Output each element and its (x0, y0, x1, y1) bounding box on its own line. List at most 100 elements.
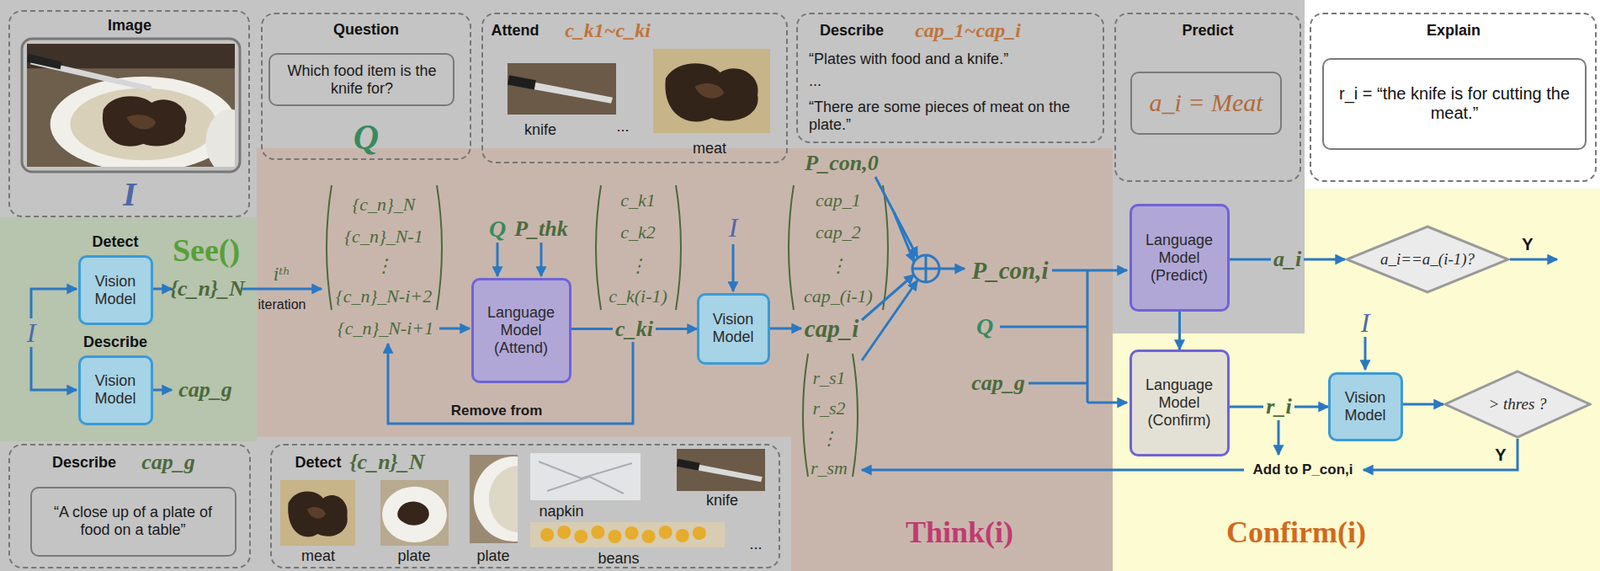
vision-model-box: DescribeVision Model (78, 355, 154, 426)
flow-arrow (540, 242, 543, 277)
decision-diamond: > thres ? (1443, 369, 1592, 439)
flow-arrow (1364, 336, 1367, 370)
diagram-label: Y (1517, 234, 1538, 255)
node-text: napkin (527, 502, 596, 521)
node-text: ... (605, 117, 640, 136)
diamond-shape (1445, 371, 1590, 437)
connector-arrow (1178, 311, 1181, 350)
flow-arrow (1277, 419, 1281, 455)
diamond-shape (1346, 226, 1509, 293)
content-box: Which food item is the knife for? (268, 53, 455, 107)
edge-label: c_ki (612, 316, 656, 342)
node-text: a_i==a_(i-1)? (1364, 249, 1491, 269)
diagram-label: cap_g (170, 377, 241, 403)
vision-model-box: Vision Model (1328, 372, 1404, 442)
node-text: a_i = Meat (1134, 88, 1278, 117)
vision-model-box: DetectVision Model (78, 255, 154, 325)
concat-symbol (912, 255, 940, 282)
vector-brackets (326, 185, 888, 477)
diagram-label: {c_n}_N-i+1 (333, 317, 439, 340)
language-model-box: Language Model (Attend) (471, 277, 572, 383)
node-text: Language Model (Confirm) (1132, 376, 1227, 430)
dashed-panel: Explain r_i = “the knife is for cutting t… (1309, 12, 1597, 182)
flow-arrow (1509, 258, 1558, 261)
diagram-label: c_k1 (600, 189, 676, 212)
node-text: I (104, 174, 155, 214)
diagram-label: c_k(i-1) (598, 285, 679, 308)
explain-ground (1304, 0, 1600, 189)
node-text: ... (808, 72, 1096, 91)
diagram-label: cap_i (797, 314, 866, 343)
diagram-label: {c_n}_N (329, 193, 439, 216)
node-text: “There are some pieces of meat on the pl… (808, 98, 1096, 134)
node-text: meat (680, 139, 739, 158)
node-text: Confirm(i) (1195, 514, 1398, 550)
diagram-label: Add to P_con,i (1239, 461, 1367, 479)
node-text: Think(i) (866, 514, 1053, 550)
diagram-label: r_s2 (803, 397, 855, 420)
flow-arrow (496, 242, 500, 277)
node-text: Vision Model (79, 372, 151, 408)
knife-crop (676, 448, 766, 491)
node-text: {c_n}_N (345, 449, 430, 475)
flow-arrow (31, 346, 77, 390)
napkin-crop (530, 452, 641, 500)
dashed-panel: Describecap_g“A close up of a plate of f… (8, 443, 251, 569)
node-text: Vision Model (79, 272, 151, 309)
diagram-label: cap_1 (798, 189, 879, 212)
diagram-label: cap_2 (798, 221, 879, 244)
node-text: Language Model (Predict) (1132, 231, 1227, 285)
diagram-label: r_s1 (803, 366, 855, 389)
node-text: See() (159, 231, 253, 269)
node-text: r_i = “the knife is for cutting the meat… (1329, 84, 1579, 123)
diagram-label: Y (1490, 445, 1511, 465)
flow-arrow (770, 327, 802, 330)
flow-arrow (861, 468, 1244, 472)
edge-label: a_i (1270, 246, 1304, 272)
diagram-label: P_con,0 (799, 150, 884, 176)
node-text: Vision Model (698, 310, 768, 346)
input-photo (26, 43, 256, 176)
dashed-panel: ImageI (8, 10, 250, 218)
node-text: knife (692, 491, 752, 510)
flow-arrow (153, 388, 172, 392)
node-text: Language Model (Attend) (473, 303, 569, 357)
node-text: plate (384, 547, 444, 565)
diagram-label: ⋮ (371, 255, 397, 277)
language-model-box: Language Model (Predict) (1129, 203, 1230, 312)
node-text: Attend (481, 21, 549, 40)
think-ground (256, 148, 1113, 571)
bracket (788, 185, 888, 310)
diagram-label: {c_n}_N-i+2 (329, 285, 439, 308)
meat-crop (653, 48, 771, 133)
see-ground (0, 217, 257, 442)
flow-arrow (31, 288, 77, 319)
diagram-label: cap_g (964, 370, 1032, 396)
connector-arrow (1403, 403, 1444, 406)
decision-diamond: a_i==a_(i-1)? (1344, 224, 1510, 294)
plate-crop (380, 479, 449, 546)
meat-crop (280, 479, 356, 546)
node-text: c_k1~c_ki (544, 19, 671, 43)
node-text: Predict (1157, 21, 1259, 40)
flow-arrow (939, 267, 965, 271)
flow-arrow (1087, 401, 1127, 404)
flow-arrow (439, 327, 470, 330)
node-text: Explain (1403, 21, 1505, 40)
diagram-label: I (18, 317, 44, 349)
photo-frame (21, 38, 240, 172)
diagram-label: Q (484, 215, 511, 243)
diagram-label: r_sm (803, 457, 855, 479)
diagram-label: iᵗʰ (256, 264, 308, 285)
node-text: ... (738, 535, 773, 553)
flow-arrow (732, 244, 735, 292)
dashed-panel: QuestionQWhich food item is the knife fo… (260, 12, 472, 160)
diagram-label: ⋮ (816, 427, 842, 450)
bracket (595, 185, 681, 310)
concat-symbol (912, 255, 940, 282)
node-text: “Plates with food and a knife.” (808, 50, 1096, 69)
flow-arrow (1363, 438, 1518, 470)
stage-region: See()DetectVision ModelDescribeVision Mo… (0, 217, 257, 442)
